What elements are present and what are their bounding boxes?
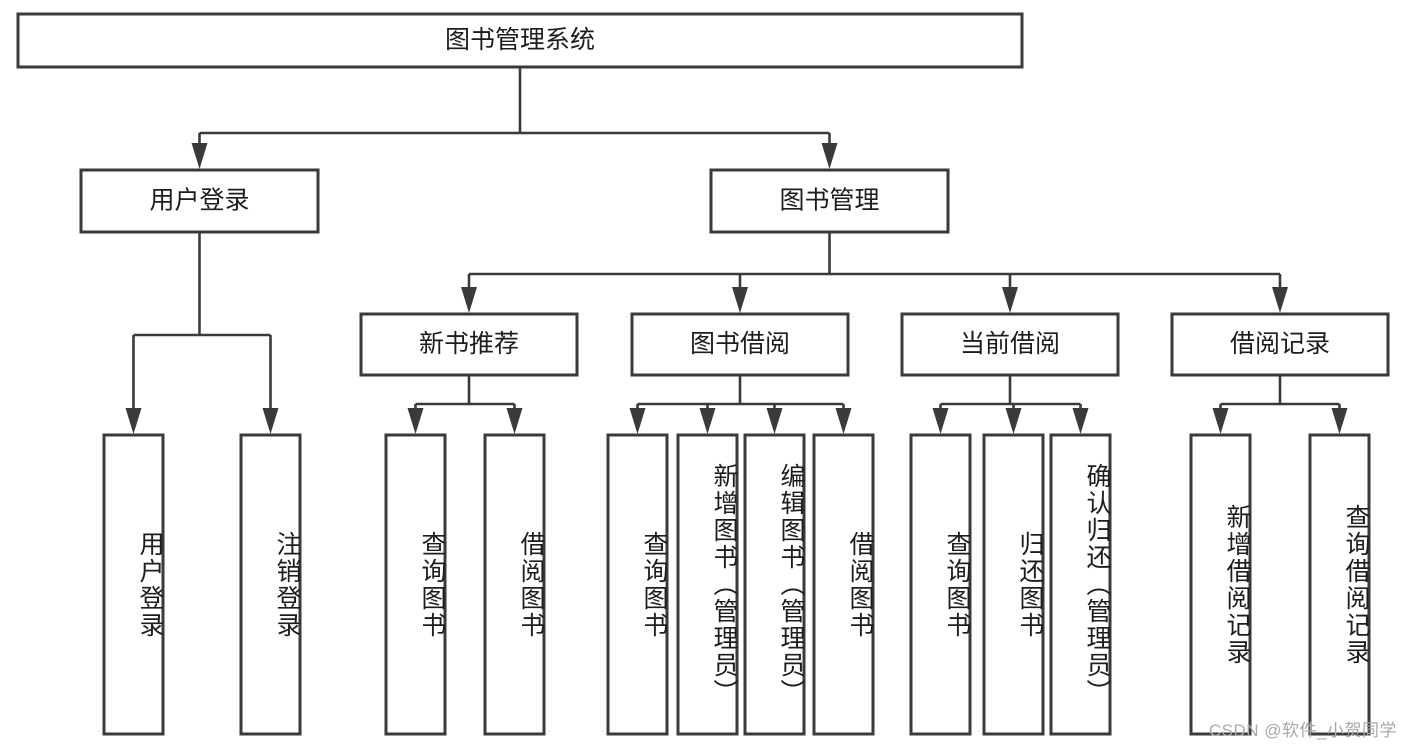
node-leaf-user-login[interactable] bbox=[102, 433, 165, 736]
arrow-head bbox=[461, 287, 477, 313]
node-root[interactable] bbox=[16, 12, 1024, 69]
node-root-label: 图书管理系统 bbox=[445, 26, 595, 54]
arrow-head bbox=[835, 408, 852, 434]
arrow-head bbox=[1002, 287, 1018, 313]
node-leaf-logout[interactable] bbox=[239, 433, 302, 736]
arrow-head bbox=[821, 143, 838, 169]
node-leaf-query-record[interactable] bbox=[1308, 433, 1371, 736]
arrow-head bbox=[1212, 408, 1229, 434]
node-borrow-record[interactable] bbox=[1170, 312, 1390, 377]
arrow-head bbox=[125, 408, 142, 434]
node-leaf-query-book-1[interactable] bbox=[384, 433, 447, 736]
node-current-borrow-label: 当前借阅 bbox=[960, 330, 1060, 358]
arrow-head bbox=[732, 287, 748, 313]
node-new-book-recommend-label: 新书推荐 bbox=[419, 330, 519, 358]
node-user-login-label: 用户登录 bbox=[149, 187, 249, 215]
node-box-layer bbox=[16, 12, 1390, 736]
node-new-book-recommend[interactable] bbox=[359, 312, 579, 377]
arrow-head bbox=[932, 408, 949, 434]
node-leaf-query-book-2[interactable] bbox=[606, 433, 669, 736]
node-user-login[interactable] bbox=[79, 168, 320, 234]
arrow-head bbox=[262, 408, 279, 434]
watermark: CSDN @软件_小贺同学 bbox=[1208, 721, 1397, 740]
node-leaf-add-record[interactable] bbox=[1189, 433, 1252, 736]
node-leaf-return-book[interactable] bbox=[982, 433, 1045, 736]
arrow-head bbox=[699, 408, 716, 434]
arrow-head bbox=[1072, 408, 1089, 434]
arrow-head bbox=[1272, 287, 1288, 313]
arrow-head bbox=[1331, 408, 1348, 434]
node-borrow-record-label: 借阅记录 bbox=[1230, 330, 1330, 358]
node-leaf-confirm-return[interactable] bbox=[1049, 433, 1112, 736]
node-book-borrow[interactable] bbox=[630, 312, 850, 377]
arrow-head bbox=[1005, 408, 1022, 434]
node-book-management[interactable] bbox=[709, 168, 950, 234]
arrow-head bbox=[407, 408, 424, 434]
node-current-borrow[interactable] bbox=[900, 312, 1120, 377]
node-leaf-borrow-book-1[interactable] bbox=[483, 433, 546, 736]
connector-layer bbox=[125, 67, 1348, 434]
node-book-management-label: 图书管理 bbox=[779, 187, 879, 215]
node-leaf-add-book[interactable] bbox=[676, 433, 739, 736]
node-book-borrow-label: 图书借阅 bbox=[690, 330, 790, 358]
arrow-head bbox=[629, 408, 646, 434]
arrow-head bbox=[506, 408, 523, 434]
arrow-head bbox=[191, 143, 208, 169]
arrow-head bbox=[766, 408, 783, 434]
node-leaf-edit-book[interactable] bbox=[743, 433, 806, 736]
node-leaf-query-book-3[interactable] bbox=[909, 433, 972, 736]
node-leaf-borrow-book-2[interactable] bbox=[812, 433, 875, 736]
